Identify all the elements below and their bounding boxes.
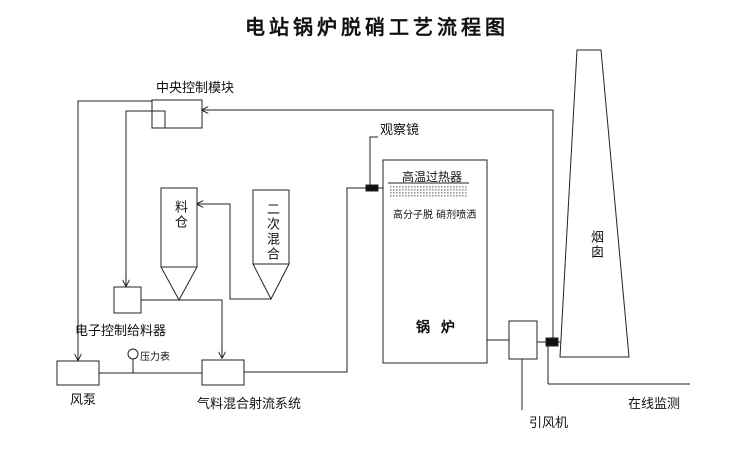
- feeder-label: 电子控制给料器: [75, 324, 167, 339]
- superheater-grating: [390, 186, 468, 198]
- flow-mix-to-bin: [197, 204, 271, 300]
- secondary-mix-label: 二次混合: [264, 202, 279, 262]
- chimney-label: 烟囱: [588, 230, 603, 260]
- material-bin-label: 料仓: [172, 200, 187, 230]
- secondary-mix-bin: [252, 189, 290, 301]
- pressure-gauge-label: 压力表: [140, 352, 170, 363]
- induced-fan-label: 引风机: [529, 416, 569, 431]
- pressure-gauge: [127, 348, 139, 360]
- jet-system-box: [201, 359, 245, 386]
- superheater-label: 高温过热器: [402, 170, 463, 184]
- boiler-label: 锅 炉: [416, 320, 458, 336]
- signal-line-monitor: [202, 110, 554, 340]
- diagram-title: 电站锅炉脱硝工艺流程图: [245, 15, 509, 39]
- observation-mirror-label: 观察镜: [380, 123, 420, 138]
- fan-pump-label: 风泵: [70, 393, 97, 408]
- material-bin: [160, 187, 198, 302]
- fan-pump-box: [56, 360, 100, 386]
- jet-system-label: 气料混合射流系统: [197, 397, 302, 412]
- flow-feeder-to-jet: [141, 299, 222, 358]
- central-control-box: [151, 99, 203, 129]
- induced-fan-box: [508, 320, 538, 360]
- signal-line-feeder: [126, 110, 166, 286]
- signal-line-fan: [78, 100, 152, 360]
- central-control-label: 中央控制模块: [156, 81, 235, 96]
- nozzle-label: 高分子脱 硝剂喷洒: [393, 210, 477, 221]
- online-monitor-label: 在线监测: [628, 397, 681, 412]
- flow-jet-to-boiler: [244, 187, 383, 373]
- chimney: [559, 49, 630, 358]
- observation-mirror-line: [369, 136, 378, 185]
- nozzle-port: [365, 184, 379, 192]
- chimney-port: [545, 337, 559, 347]
- feeder-box: [113, 286, 142, 314]
